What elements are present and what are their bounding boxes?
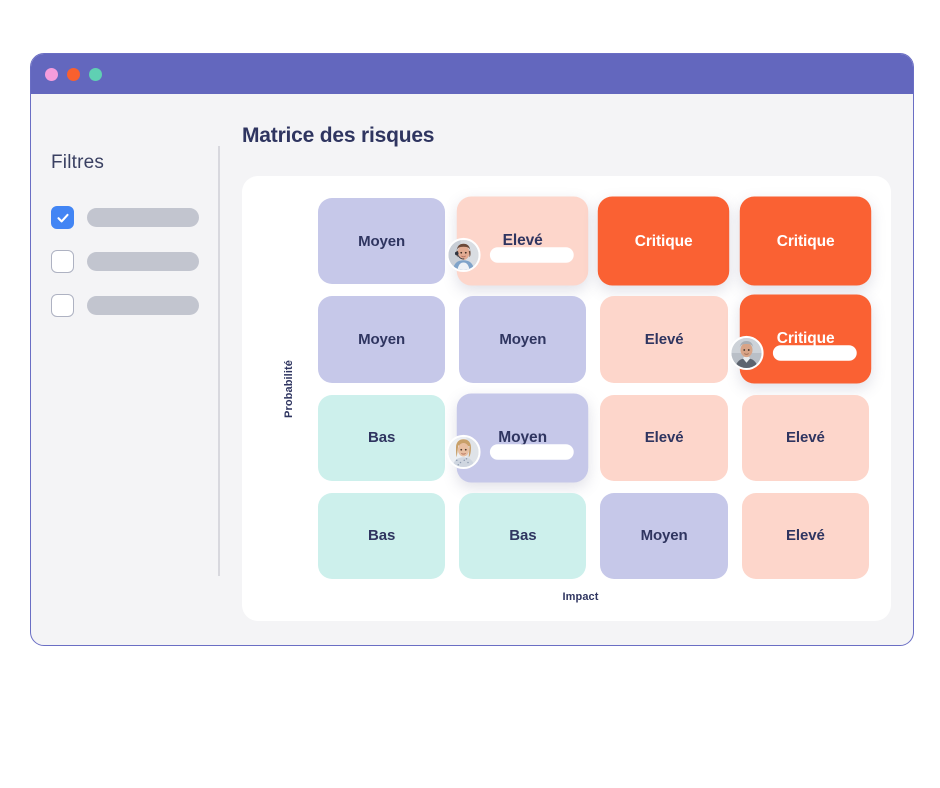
user-name-placeholder xyxy=(490,443,575,460)
user-name-placeholder xyxy=(772,345,857,362)
matrix-cell[interactable]: Bas xyxy=(317,492,446,579)
filter-row[interactable] xyxy=(51,250,220,273)
matrix-cell[interactable]: Moyen xyxy=(317,198,446,285)
filter-row[interactable] xyxy=(51,294,220,317)
x-axis-label: Impact xyxy=(562,591,599,603)
matrix-cell[interactable]: Elevé xyxy=(600,296,728,383)
matrix-cell-label: Moyen xyxy=(640,527,688,545)
matrix-cell-user-row xyxy=(446,238,575,273)
matrix-cell-label: Elevé xyxy=(786,527,825,545)
y-axis-label: Probabilité xyxy=(260,192,318,585)
matrix-cell[interactable]: Moyen xyxy=(600,492,728,579)
matrix-cell-label: Critique xyxy=(776,232,835,250)
matrix-cell-label: Elevé xyxy=(644,429,684,447)
matrix-cell[interactable]: Moyen xyxy=(317,296,446,383)
matrix-cell-user-row xyxy=(446,434,575,469)
matrix-cell-label: Bas xyxy=(367,527,396,545)
window-titlebar xyxy=(31,54,913,94)
app-window: Filtres Matrice des risques Probabilité … xyxy=(30,53,914,646)
matrix-cell-label: Moyen xyxy=(498,427,548,446)
matrix-cell[interactable]: Critique xyxy=(729,294,872,385)
filter-checkbox-unchecked[interactable] xyxy=(51,294,74,317)
matrix-cell[interactable]: Elevé xyxy=(446,196,589,286)
filters-title: Filtres xyxy=(51,152,105,173)
sidebar-divider xyxy=(218,146,220,576)
matrix-cell[interactable]: Elevé xyxy=(600,394,728,481)
close-dot[interactable] xyxy=(45,67,58,81)
matrix-cell-label: Moyen xyxy=(358,330,406,348)
minimize-dot[interactable] xyxy=(67,67,80,81)
matrix-cell[interactable]: Elevé xyxy=(741,492,869,579)
y-axis-label-text: Probabilité xyxy=(282,359,295,418)
matrix-cell[interactable]: Bas xyxy=(317,394,446,481)
matrix-cell-label: Elevé xyxy=(644,330,684,348)
man-gray-hair-avatar[interactable] xyxy=(729,336,764,371)
matrix-cell[interactable]: Critique xyxy=(739,196,872,286)
matrix-cell-label: Elevé xyxy=(502,231,543,249)
matrix-cell-label: Moyen xyxy=(499,330,547,348)
filter-list xyxy=(51,206,220,317)
matrix-cell[interactable]: Elevé xyxy=(741,394,869,481)
window-content: Filtres Matrice des risques Probabilité … xyxy=(31,94,913,645)
user-name-placeholder xyxy=(490,247,575,263)
filter-label-placeholder xyxy=(87,252,199,271)
matrix-cell-label: Critique xyxy=(635,232,694,250)
matrix-cell-label: Critique xyxy=(776,329,835,348)
maximize-dot[interactable] xyxy=(89,67,102,81)
matrix-cell-label: Moyen xyxy=(358,232,406,250)
filters-sidebar: Filtres xyxy=(31,94,220,645)
matrix-cell-user-row xyxy=(729,336,857,371)
matrix-cell[interactable]: Bas xyxy=(459,492,587,579)
matrix-cell[interactable]: Moyen xyxy=(446,392,589,483)
matrix-cell-label: Bas xyxy=(509,527,537,545)
filter-row[interactable] xyxy=(51,206,220,229)
matrix-cell-label: Elevé xyxy=(786,429,825,447)
matrix-cell-label: Bas xyxy=(367,429,396,447)
filter-label-placeholder xyxy=(87,208,199,227)
matrix-cell[interactable]: Moyen xyxy=(459,296,587,383)
matrix-cell[interactable]: Critique xyxy=(598,196,730,286)
filter-checkbox-checked[interactable] xyxy=(51,206,74,229)
filter-checkbox-unchecked[interactable] xyxy=(51,250,74,273)
page-title: Matrice des risques xyxy=(242,124,435,147)
woman-headset-avatar[interactable] xyxy=(446,238,481,273)
woman-blonde-avatar[interactable] xyxy=(446,434,481,469)
filter-label-placeholder xyxy=(87,296,199,315)
